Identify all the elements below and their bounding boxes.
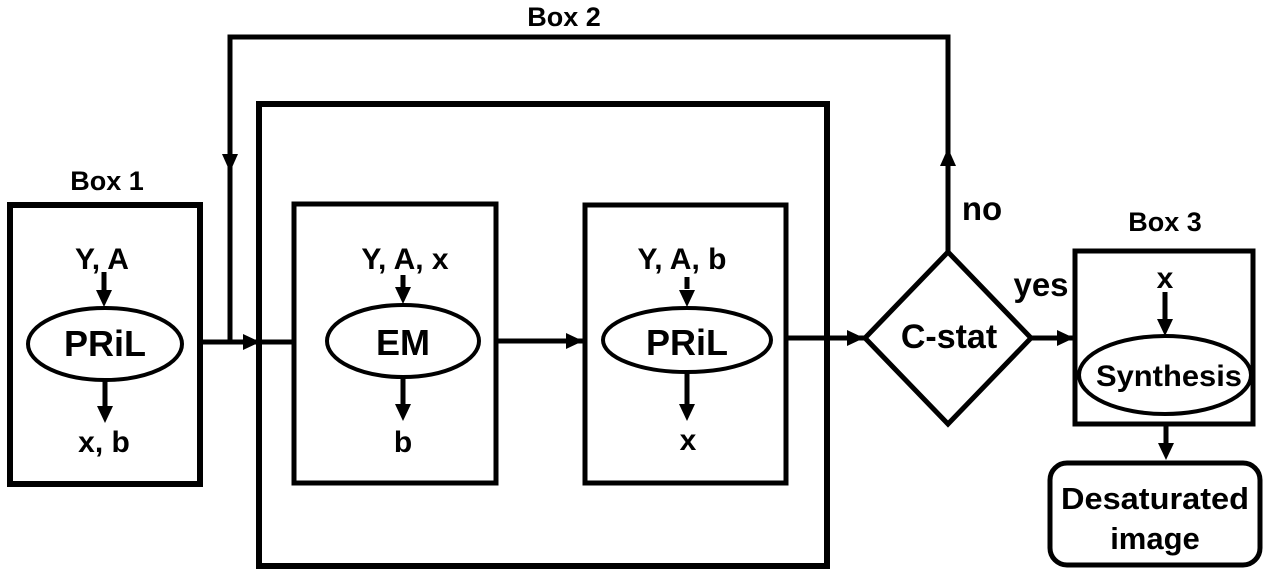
desaturated-image-rect [1047, 460, 1263, 568]
arrowhead-em-to-pril [566, 333, 583, 349]
arrowhead-em-input [395, 287, 411, 304]
arrowhead-box3-to-output [1158, 443, 1174, 460]
cstat-diamond [861, 248, 1035, 428]
box1-output-label: x, b [78, 426, 130, 459]
arrowhead-pril-input [679, 290, 695, 307]
arrowhead-box1-input [96, 290, 112, 307]
arrowhead-box1-output [97, 406, 113, 423]
pril-output-label: x [680, 424, 697, 457]
desaturated-label-line2: image [1110, 521, 1200, 556]
pril-inner-rect [582, 202, 789, 486]
em-input-label: Y, A, x [361, 243, 449, 276]
pril-input-label: Y, A, b [638, 243, 727, 276]
arrowhead-pril-output [679, 404, 695, 421]
box1-title: Box 1 [70, 166, 144, 196]
pril-node-label: PRiL [646, 322, 728, 363]
arrowhead-em-output [395, 404, 411, 421]
feedback-loop-line [227, 34, 951, 342]
feedback-up-arrowhead [940, 148, 956, 166]
feedback-down-arrowhead [222, 154, 238, 172]
arrowhead-pril-to-cstat [847, 330, 864, 346]
box1-input-label: Y, A [75, 243, 129, 276]
no-label: no [962, 190, 1002, 227]
box2-title: Box 2 [527, 2, 601, 32]
arrowhead-box3-input [1157, 319, 1173, 336]
cstat-label: C-stat [901, 318, 997, 356]
yes-label: yes [1013, 266, 1068, 303]
box3-title: Box 3 [1128, 207, 1202, 237]
em-output-label: b [394, 426, 412, 459]
desaturated-label-line1: Desaturated [1061, 481, 1249, 516]
em-node-label: EM [376, 322, 430, 363]
synthesis-label: Synthesis [1096, 360, 1242, 393]
box2-rect [256, 101, 830, 569]
arrowhead-box1-to-em [243, 334, 260, 350]
box3-input-label: x [1157, 262, 1174, 295]
box1-node-label: PRiL [64, 323, 146, 364]
arrowhead-cstat-to-box3 [1057, 330, 1074, 346]
